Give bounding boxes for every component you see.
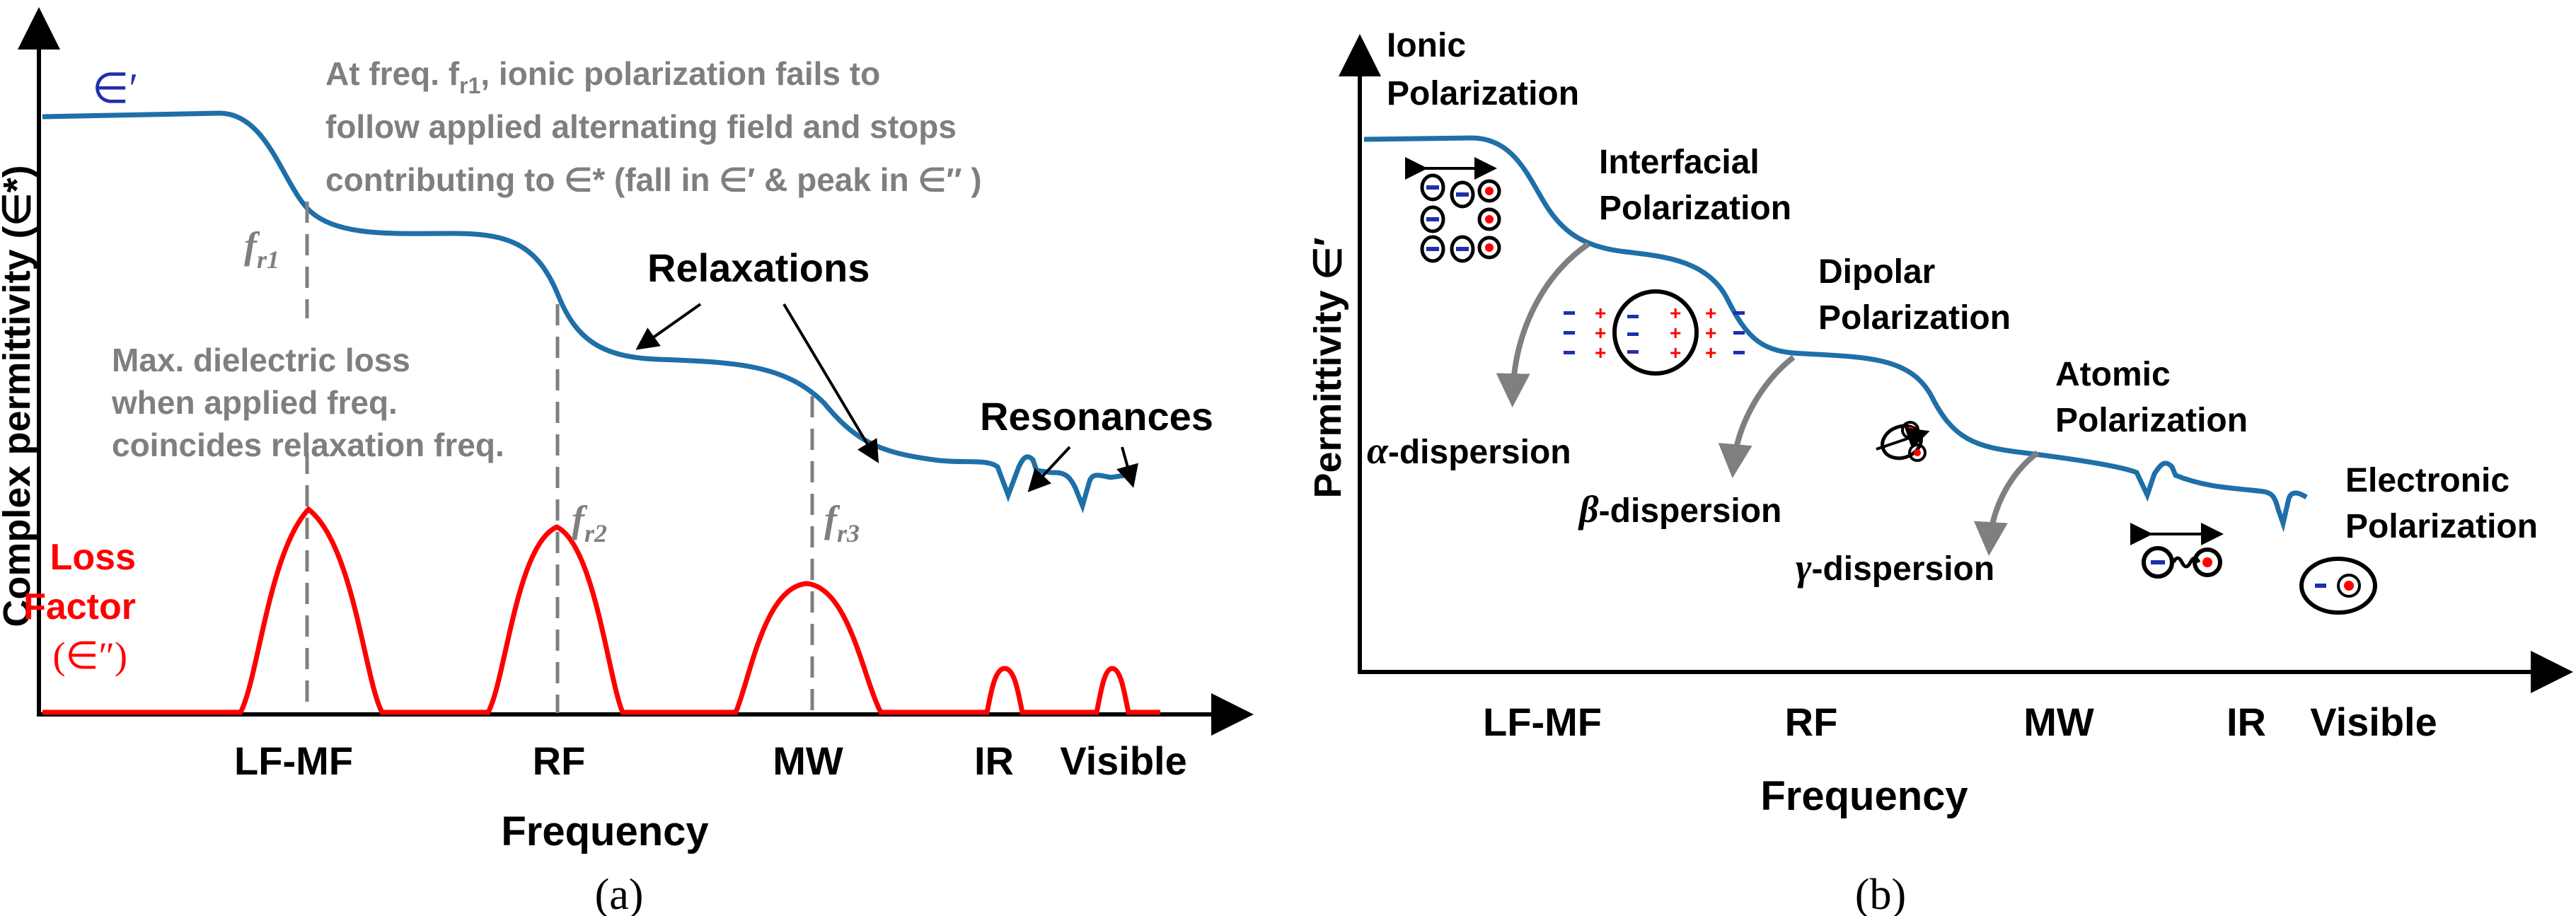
svg-text:+: + — [1705, 342, 1716, 364]
panel-a-caption: (a) — [595, 871, 644, 916]
panel-a-resonance-arrow-2 — [1116, 446, 1138, 488]
svg-text:+: + — [1595, 342, 1606, 364]
svg-text:+: + — [1595, 322, 1606, 344]
panel-a-resonances-label: Resonances — [980, 394, 1213, 439]
panel-a-annotation-line2: follow applied alternating field and sto… — [325, 108, 957, 145]
panel-b-atomic-label-2: Polarization — [2055, 402, 2248, 439]
svg-text:+: + — [1705, 322, 1716, 344]
panel-b-atomic-label-1: Atomic — [2055, 356, 2171, 393]
panel-b-xlabel: Frequency — [1760, 773, 1968, 819]
panel-b-interfacial-label-1: Interfacial — [1599, 144, 1760, 181]
svg-text:+: + — [1670, 342, 1681, 364]
panel-b-interfacial-label-2: Polarization — [1599, 190, 1791, 227]
panel-b-tick-mw: MW — [2023, 700, 2094, 744]
panel-a-eps-real-label: ∈′ — [92, 65, 138, 112]
panel-a-fr3-label: fr3 — [824, 498, 860, 547]
panel-a-resonance-arrow-1 — [1027, 446, 1071, 492]
panel-a-tick-mw: MW — [773, 738, 843, 783]
panel-a-loss-curve — [42, 506, 1160, 715]
panel-b-ylabel: Permittivity ∈′ — [1307, 237, 1349, 498]
electronic-atom-icon — [2299, 557, 2377, 615]
panel-b-gamma-arrow — [1973, 450, 2040, 556]
panel-a-loss-factor-line1: Loss — [50, 537, 136, 578]
atomic-bond-icon — [2130, 523, 2224, 579]
interfacial-particle-icon: + + + + + + + + + — [1564, 289, 1745, 376]
dipolar-molecule-icon — [1876, 421, 1930, 462]
panel-b-dipolar-label-1: Dipolar — [1818, 253, 1935, 291]
panel-b-beta-label: β-dispersion — [1578, 488, 1781, 531]
panel-b-alpha-label: α-dispersion — [1367, 429, 1571, 472]
panel-b-gamma-label: γ-dispersion — [1796, 546, 1994, 589]
panel-a-loss-factor-line2: Factor — [23, 586, 136, 627]
panel-a-fr2-label: fr2 — [572, 498, 607, 547]
panel-b-tick-visible: Visible — [2310, 700, 2437, 744]
panel-a-tick-lfmf: LF-MF — [234, 738, 353, 783]
panel-a-relaxations-label: Relaxations — [647, 245, 870, 290]
panel-b-tick-lfmf: LF-MF — [1483, 700, 1602, 744]
panel-a-tick-ir: IR — [974, 738, 1014, 783]
ionic-lattice-icon — [1405, 157, 1501, 263]
panel-a-loss-factor-line3: (∈″) — [53, 634, 128, 677]
panel-a-relaxation-arrow-2 — [782, 303, 879, 463]
panel-b-ionic-label-2: Polarization — [1387, 75, 1579, 112]
panel-a-maxloss-line1: Max. dielectric loss — [112, 342, 410, 378]
panel-a-relaxation-arrow-1 — [635, 303, 702, 350]
svg-text:+: + — [1670, 322, 1681, 344]
panel-b-ionic-label-1: Ionic — [1387, 27, 1466, 64]
svg-text:+: + — [1595, 302, 1606, 324]
svg-text:+: + — [1670, 302, 1681, 324]
panel-a-xlabel: Frequency — [501, 808, 708, 854]
panel-b-electronic-label-1: Electronic — [2345, 462, 2509, 499]
panel-a-ylabel: Complex permittivity (∈*) — [0, 165, 38, 627]
panel-b-caption: (b) — [1855, 871, 1906, 916]
svg-text:+: + — [1705, 302, 1716, 324]
panel-a-permittivity-curve — [42, 110, 1126, 514]
panel-a-annotation-line3: contributing to ∈* (fall in ∈′ & peak in… — [325, 161, 982, 198]
panel-b-tick-rf: RF — [1785, 700, 1838, 744]
panel-b-permittivity-curve — [1363, 135, 2308, 533]
panel-a-tick-visible: Visible — [1060, 738, 1187, 783]
panel-a-annotation-line1: At freq. fr1, ionic polarization fails t… — [325, 55, 880, 98]
panel-a-fr1-label: fr1 — [244, 224, 279, 274]
panel-b: Permittivity ∈′ Ionic Polarization Inter… — [1307, 27, 2573, 916]
panel-a: Complex permittivity (∈*) ∈′ At freq. fr… — [0, 7, 1254, 916]
panel-a-tick-rf: RF — [533, 738, 586, 783]
panel-a-maxloss-line3: coincides relaxation freq. — [112, 427, 504, 463]
panel-a-maxloss-line2: when applied freq. — [111, 384, 398, 421]
panel-b-beta-arrow — [1718, 354, 1796, 478]
panel-b-electronic-label-2: Polarization — [2345, 508, 2538, 545]
panel-b-tick-ir: IR — [2226, 700, 2266, 744]
panel-b-alpha-arrow — [1496, 241, 1590, 407]
panel-b-dipolar-label-2: Polarization — [1818, 299, 2011, 337]
